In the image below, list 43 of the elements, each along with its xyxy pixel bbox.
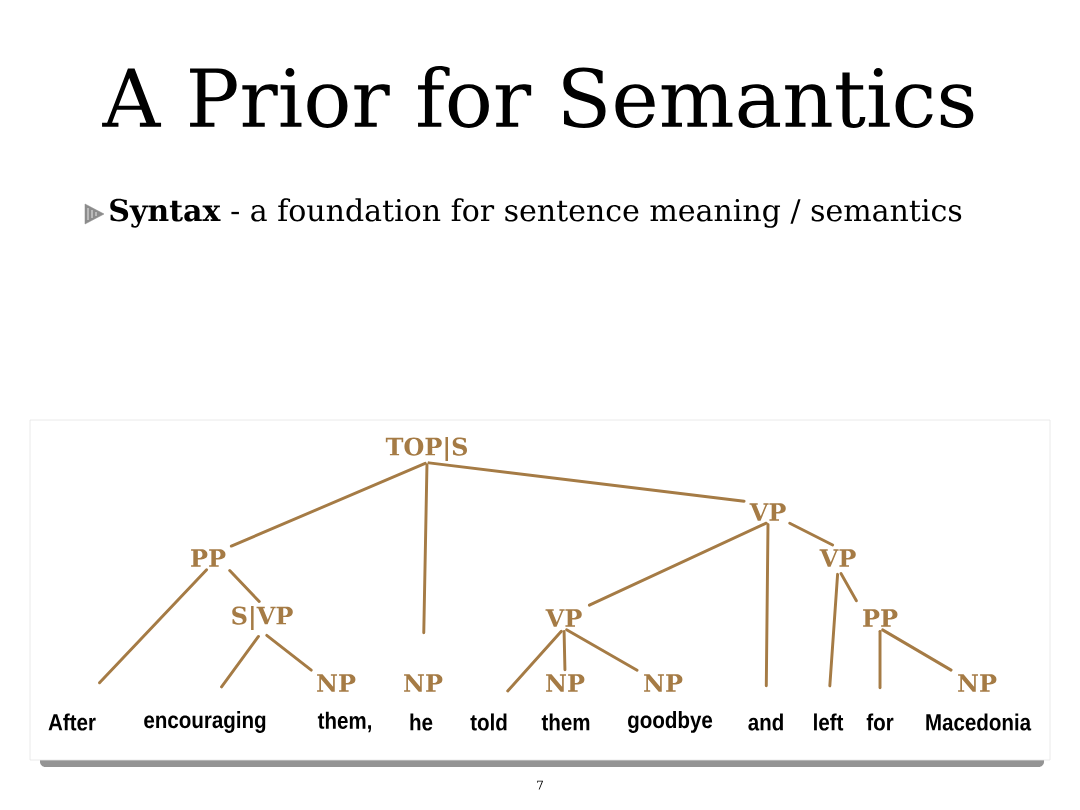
tree-branch	[220, 635, 260, 689]
word: them,	[317, 711, 371, 733]
word: and	[748, 713, 783, 731]
category-label: VP	[749, 503, 786, 521]
category-label: NP	[546, 674, 585, 692]
bullet-text: Syntax - a foundation for sentence meaning / semantics	[110, 198, 962, 228]
category-label: S|VP	[232, 606, 293, 630]
tree-branch	[587, 521, 768, 607]
category-label: NP	[404, 674, 443, 692]
word: them	[541, 713, 590, 731]
tree-branch	[828, 572, 840, 688]
tree-branch	[878, 629, 882, 690]
tree-branch	[881, 628, 953, 672]
tree-branch	[265, 633, 313, 672]
word: he	[410, 713, 433, 731]
slide-title: A Prior for Semantics	[102, 66, 974, 128]
tree-branch	[788, 521, 835, 547]
word: encouraging	[144, 711, 266, 733]
category-label: TOP|S	[385, 437, 467, 461]
tree-branch	[562, 629, 567, 672]
word: Macedonia	[926, 713, 1032, 731]
category-label: NP	[644, 674, 683, 692]
tree-branch	[427, 461, 746, 503]
category-label: VP	[819, 549, 856, 567]
word: left	[814, 713, 844, 731]
tree-branch	[839, 572, 858, 603]
tree-branch	[565, 628, 639, 672]
page-number: 7	[537, 780, 543, 790]
tree-branch	[506, 629, 563, 693]
word: for	[866, 713, 894, 731]
category-label: PP	[191, 549, 226, 567]
tree-branch	[228, 569, 261, 603]
tree-branch	[98, 568, 209, 685]
category-label: PP	[863, 609, 898, 627]
category-label: VP	[545, 609, 582, 627]
word: goodbye	[628, 711, 713, 733]
tree-branch	[229, 461, 427, 548]
word: told	[470, 713, 507, 731]
word: After	[48, 713, 96, 731]
category-label: NP	[958, 674, 997, 692]
category-label: NP	[317, 674, 356, 692]
tree-branch	[422, 463, 429, 635]
tree-branch	[764, 522, 770, 688]
